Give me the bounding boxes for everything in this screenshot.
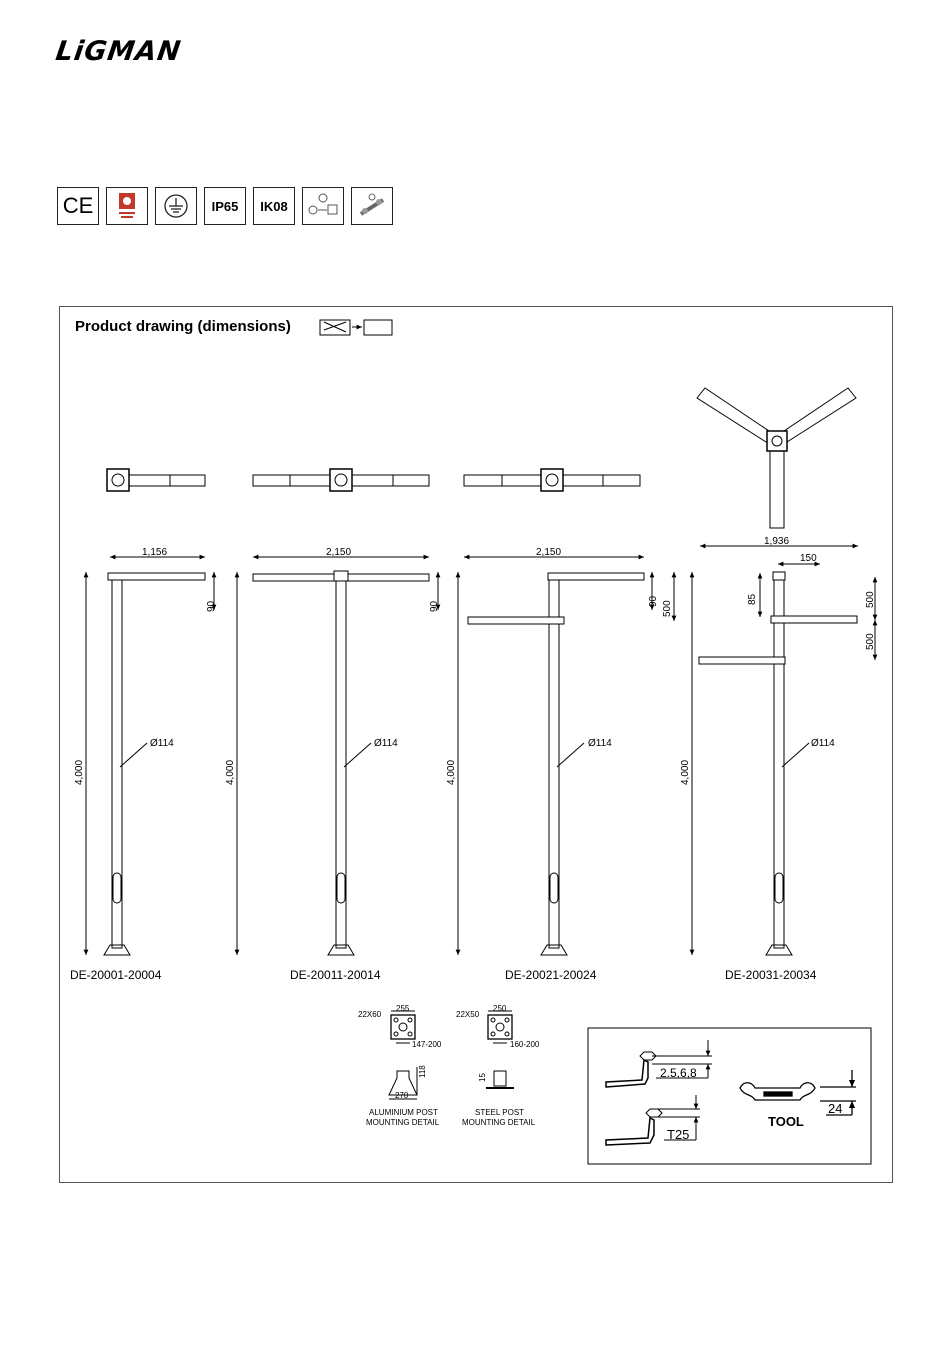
torx-size: T25 bbox=[667, 1127, 689, 1142]
steel-range: 160-200 bbox=[510, 1040, 540, 1049]
tools-box bbox=[587, 1027, 872, 1165]
model-1-width: 1,156 bbox=[142, 547, 167, 558]
pole-drawing-1 bbox=[83, 554, 217, 956]
model-4-height: 4,000 bbox=[680, 760, 691, 785]
model-1-diameter: Ø114 bbox=[150, 738, 174, 749]
recycle-symbol-icon bbox=[319, 319, 393, 336]
model-3-width: 2,150 bbox=[536, 547, 561, 558]
aluminium-mount-drawing bbox=[388, 1010, 418, 1100]
model-4-spacing-1: 500 bbox=[865, 591, 876, 608]
pole-drawing-4 bbox=[689, 543, 878, 956]
hex-key-icon bbox=[605, 1040, 712, 1088]
model-3-height: 4,000 bbox=[446, 760, 457, 785]
model-3-arm-drop: 90 bbox=[648, 595, 659, 607]
steel-caption-1: STEEL POST bbox=[475, 1108, 524, 1117]
product-drawing-panel bbox=[59, 306, 893, 1183]
mounting-icon bbox=[351, 187, 393, 225]
ce-mark-icon: CE bbox=[57, 187, 99, 225]
model-4-offset: 150 bbox=[800, 553, 817, 564]
pole-drawing-3 bbox=[455, 554, 677, 956]
alu-caption-2: MOUNTING DETAIL bbox=[366, 1118, 440, 1127]
model-4-spacing-2: 500 bbox=[865, 633, 876, 650]
model-4-width: 1,936 bbox=[764, 536, 789, 547]
model-4-top-drop: 85 bbox=[747, 593, 758, 605]
model-2-height: 4,000 bbox=[225, 760, 236, 785]
alu-plate-size: 255 bbox=[396, 1004, 410, 1013]
torx-key-icon bbox=[605, 1095, 700, 1146]
wrench-icon bbox=[739, 1070, 856, 1116]
model-2-code: DE-20011-20014 bbox=[290, 968, 381, 982]
model-2-width: 2,150 bbox=[326, 547, 351, 558]
model-3-arm-spacing: 500 bbox=[662, 600, 673, 617]
model-4-diameter: Ø114 bbox=[811, 738, 835, 749]
steel-height: 15 bbox=[478, 1073, 487, 1082]
alu-height: 118 bbox=[418, 1065, 427, 1078]
steel-mount-drawing bbox=[486, 1010, 514, 1089]
certification-icons: CE IP65 IK08 bbox=[57, 187, 393, 225]
model-1-arm-drop: 90 bbox=[206, 600, 217, 612]
model-2-arm-drop: 90 bbox=[429, 600, 440, 612]
model-4-code: DE-20031-20034 bbox=[725, 968, 817, 982]
model-3-diameter: Ø114 bbox=[588, 738, 612, 749]
ik08-badge: IK08 bbox=[253, 187, 295, 225]
steel-bolt-size: 22X50 bbox=[456, 1010, 480, 1019]
plan-view-3 bbox=[463, 468, 641, 492]
steel-plate-size: 250 bbox=[493, 1004, 507, 1013]
model-3-code: DE-20021-20024 bbox=[505, 968, 597, 982]
plan-view-4 bbox=[696, 387, 857, 529]
model-1-code: DE-20001-20004 bbox=[70, 968, 162, 982]
plan-view-2 bbox=[252, 468, 430, 492]
earth-ground-icon bbox=[155, 187, 197, 225]
alu-caption-1: ALUMINIUM POST bbox=[369, 1108, 438, 1117]
quality-cert-icon bbox=[106, 187, 148, 225]
tools-label: TOOL bbox=[768, 1114, 804, 1129]
alu-base: 270 bbox=[395, 1091, 409, 1100]
plan-view-1 bbox=[106, 468, 206, 492]
hex-sizes: 2.5,6,8 bbox=[660, 1066, 697, 1080]
wrench-size: 24 bbox=[828, 1101, 842, 1116]
alu-range: 147-200 bbox=[412, 1040, 442, 1049]
steel-caption-2: MOUNTING DETAIL bbox=[462, 1118, 536, 1127]
model-2-diameter: Ø114 bbox=[374, 738, 398, 749]
model-1-height: 4,000 bbox=[74, 760, 85, 785]
panel-title: Product drawing (dimensions) bbox=[75, 318, 291, 335]
installation-icon bbox=[302, 187, 344, 225]
alu-bolt-size: 22X60 bbox=[358, 1010, 382, 1019]
pole-drawing-2 bbox=[234, 554, 441, 956]
ip65-badge: IP65 bbox=[204, 187, 246, 225]
